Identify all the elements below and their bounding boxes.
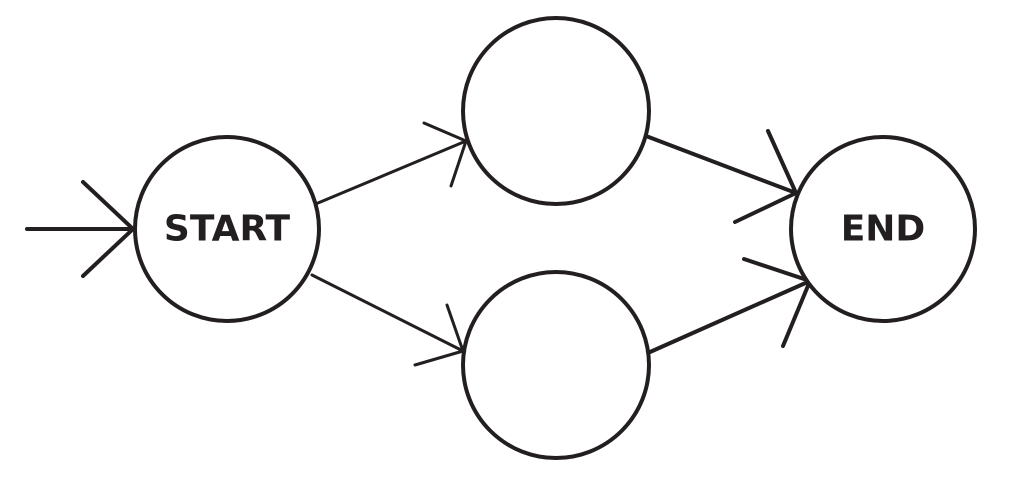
arrow-head-bottom-icon: [413, 303, 465, 367]
node-end-label: END: [841, 209, 926, 250]
node-end: END: [789, 135, 977, 323]
node-start: START: [133, 135, 321, 323]
edge-top-to-end: [644, 134, 798, 195]
edges: [25, 134, 812, 354]
node-start-label: START: [164, 209, 291, 250]
node-bottom-circle: [461, 270, 651, 460]
node-start-circle: [133, 135, 321, 323]
node-top-circle: [461, 16, 651, 206]
node-end-circle: [789, 135, 977, 323]
arrow-head-top-end-icon: [733, 129, 798, 224]
edge-bottom-to-end: [648, 279, 812, 354]
node-bottom: [461, 270, 651, 460]
node-top: [461, 16, 651, 206]
edge-start-to-bottom: [310, 273, 465, 353]
edge-start-to-top: [316, 139, 468, 205]
